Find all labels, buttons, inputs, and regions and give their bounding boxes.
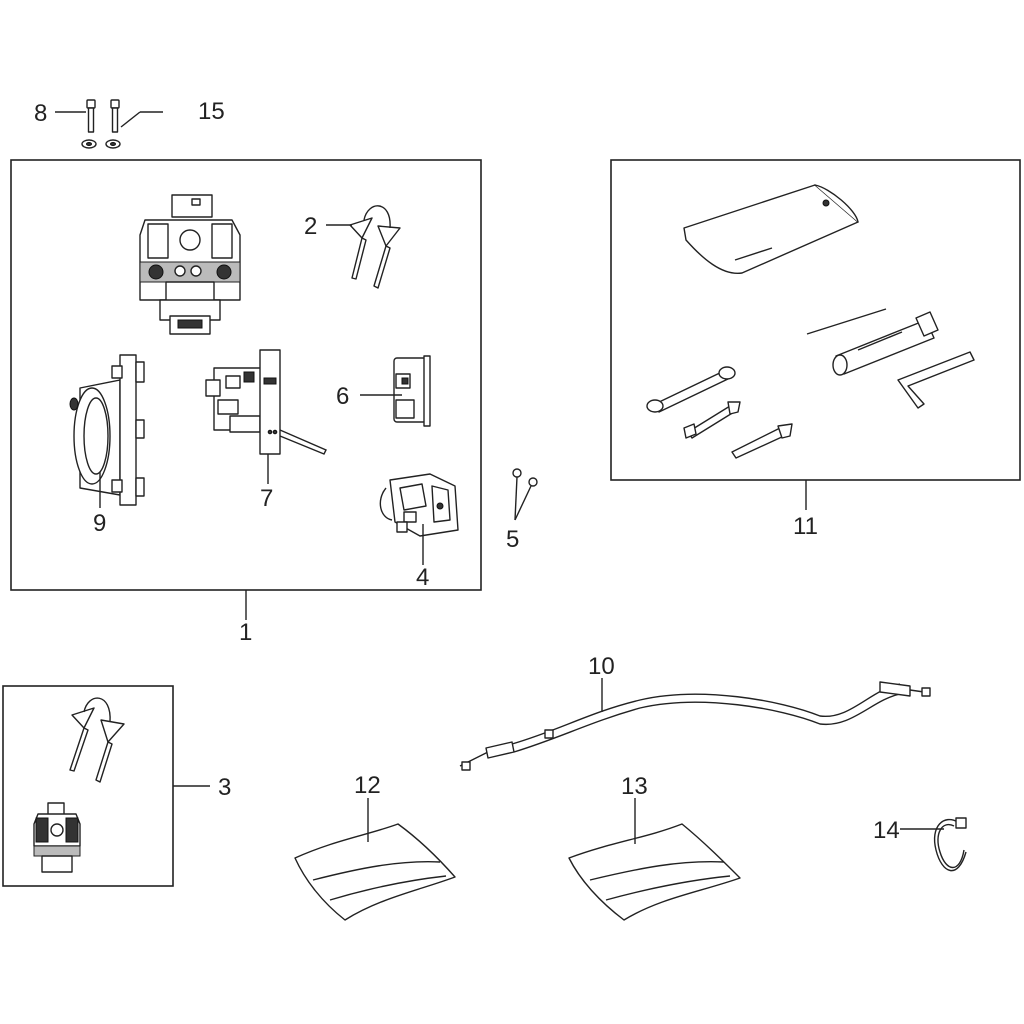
cable-10	[459, 681, 931, 771]
tool-kit-box	[610, 159, 1021, 481]
open-wrench-small	[683, 401, 741, 439]
callout-9: 9	[93, 510, 106, 537]
callout-6: 6	[336, 383, 349, 410]
manual-12	[294, 823, 456, 921]
bolt-8	[81, 99, 97, 149]
bolt-washer-set	[55, 99, 163, 149]
callout-4: 4	[416, 564, 429, 591]
box-wrench	[646, 366, 736, 413]
callout-15: 15	[198, 98, 225, 125]
callout-5: 5	[506, 526, 519, 553]
callout-3: 3	[218, 774, 231, 801]
ignition-switch-small	[33, 802, 81, 873]
band-clip-14	[933, 817, 967, 872]
callout-12: 12	[354, 772, 381, 799]
callout-7: 7	[260, 485, 273, 512]
callout-8: 8	[34, 100, 47, 127]
lock-assembly-7	[205, 349, 327, 455]
ignition-switch	[139, 194, 241, 335]
callout-2: 2	[304, 213, 317, 240]
lock-bracket-4	[379, 473, 459, 537]
lock-cylinder-9	[69, 354, 145, 506]
keys-3	[69, 697, 125, 783]
keys-2	[349, 205, 401, 289]
callout-1: 1	[239, 619, 252, 646]
cover-plate-6	[393, 355, 431, 427]
manual-13	[568, 823, 741, 921]
hex-key	[897, 351, 975, 409]
open-wrench-large	[731, 423, 793, 459]
callout-11: 11	[793, 513, 818, 540]
screws-5	[512, 468, 538, 521]
bolt-15	[105, 99, 121, 149]
tool-bag	[683, 184, 859, 274]
tool-rod	[806, 308, 887, 335]
socket-handle	[832, 311, 939, 376]
callout-13: 13	[621, 773, 648, 800]
callout-14: 14	[873, 817, 900, 844]
callout-10: 10	[588, 653, 615, 680]
